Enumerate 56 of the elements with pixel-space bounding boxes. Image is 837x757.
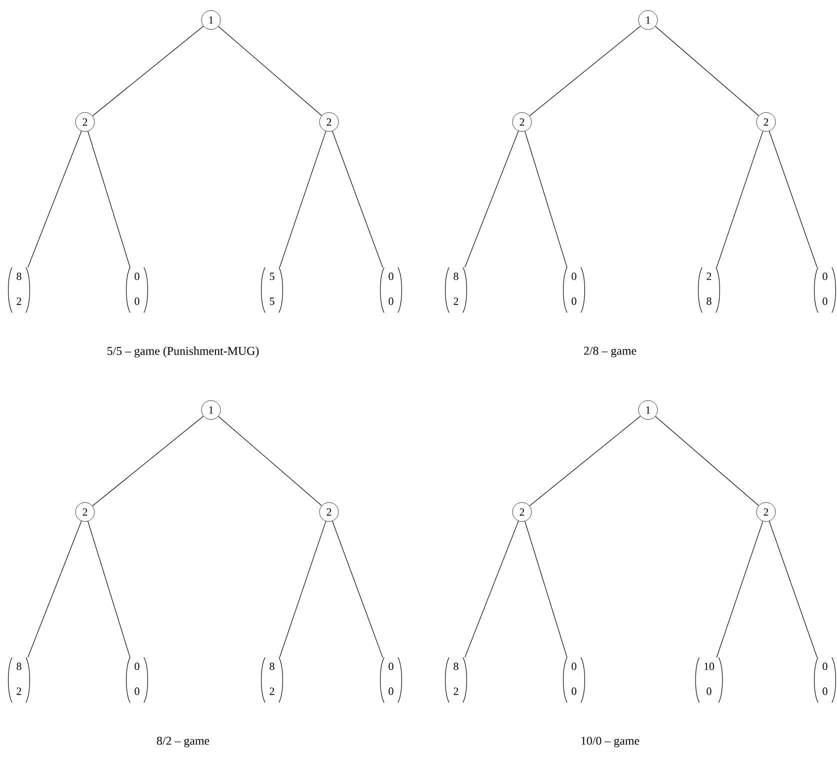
player-node: 2 — [512, 502, 532, 522]
branch-line — [524, 130, 568, 268]
branch-line — [218, 416, 322, 506]
player-node: 2 — [319, 112, 339, 132]
payoff-vector: 8 2 — [8, 267, 30, 313]
branch-line — [92, 416, 204, 506]
player-node: 2 — [512, 112, 532, 132]
payoff-vector: 0 0 — [563, 657, 585, 703]
branch-line — [28, 520, 82, 658]
branch-line — [218, 26, 322, 116]
branch-line — [92, 26, 204, 116]
payoff-vector: 0 0 — [380, 657, 402, 703]
payoff-vector: 8 2 — [445, 267, 467, 313]
payoff-vector: 0 0 — [380, 267, 402, 313]
payoff-vector: 8 2 — [445, 657, 467, 703]
player-node: 2 — [75, 112, 95, 132]
payoff-vector: 0 0 — [126, 657, 148, 703]
branch-line — [655, 26, 759, 116]
branch-line — [464, 520, 519, 658]
payoff-vector: 0 0 — [563, 267, 585, 313]
payoff-vector: 0 0 — [814, 267, 836, 313]
game-caption: 8/2 – game — [156, 736, 210, 748]
player-node: 1 — [638, 400, 658, 420]
game-caption: 2/8 – game — [584, 346, 636, 358]
payoff-vector: 2 8 — [698, 267, 720, 313]
payoff-vector: 10 0 — [695, 657, 723, 703]
payoff-vector: 8 2 — [261, 657, 283, 703]
player-node: 1 — [638, 10, 658, 30]
branch-line — [655, 416, 759, 506]
player-node: 2 — [756, 112, 776, 132]
branch-line — [88, 130, 130, 268]
branch-line — [332, 520, 383, 658]
payoff-vector: 5 5 — [261, 267, 283, 313]
branch-line — [529, 416, 641, 506]
player-node: 2 — [75, 502, 95, 522]
branch-line — [279, 520, 326, 658]
branch-line — [529, 26, 641, 116]
payoff-vector: 8 2 — [8, 657, 30, 703]
payoff-vector: 0 0 — [814, 657, 836, 703]
branch-line — [279, 130, 326, 268]
payoff-vector: 0 0 — [126, 267, 148, 313]
game-caption: 5/5 – game (Punishment-MUG) — [108, 346, 259, 358]
player-node: 2 — [756, 502, 776, 522]
branch-line — [716, 520, 764, 658]
branch-line — [28, 130, 82, 268]
player-node: 1 — [201, 400, 221, 420]
branch-line — [464, 130, 519, 268]
branch-line — [332, 130, 383, 268]
branch-line — [768, 520, 818, 658]
branch-line — [768, 130, 818, 268]
player-node: 1 — [201, 10, 221, 30]
branch-line — [716, 130, 764, 268]
branch-line — [524, 520, 568, 658]
player-node: 2 — [319, 502, 339, 522]
branch-line — [88, 520, 130, 658]
game-caption: 10/0 – game — [582, 736, 640, 748]
